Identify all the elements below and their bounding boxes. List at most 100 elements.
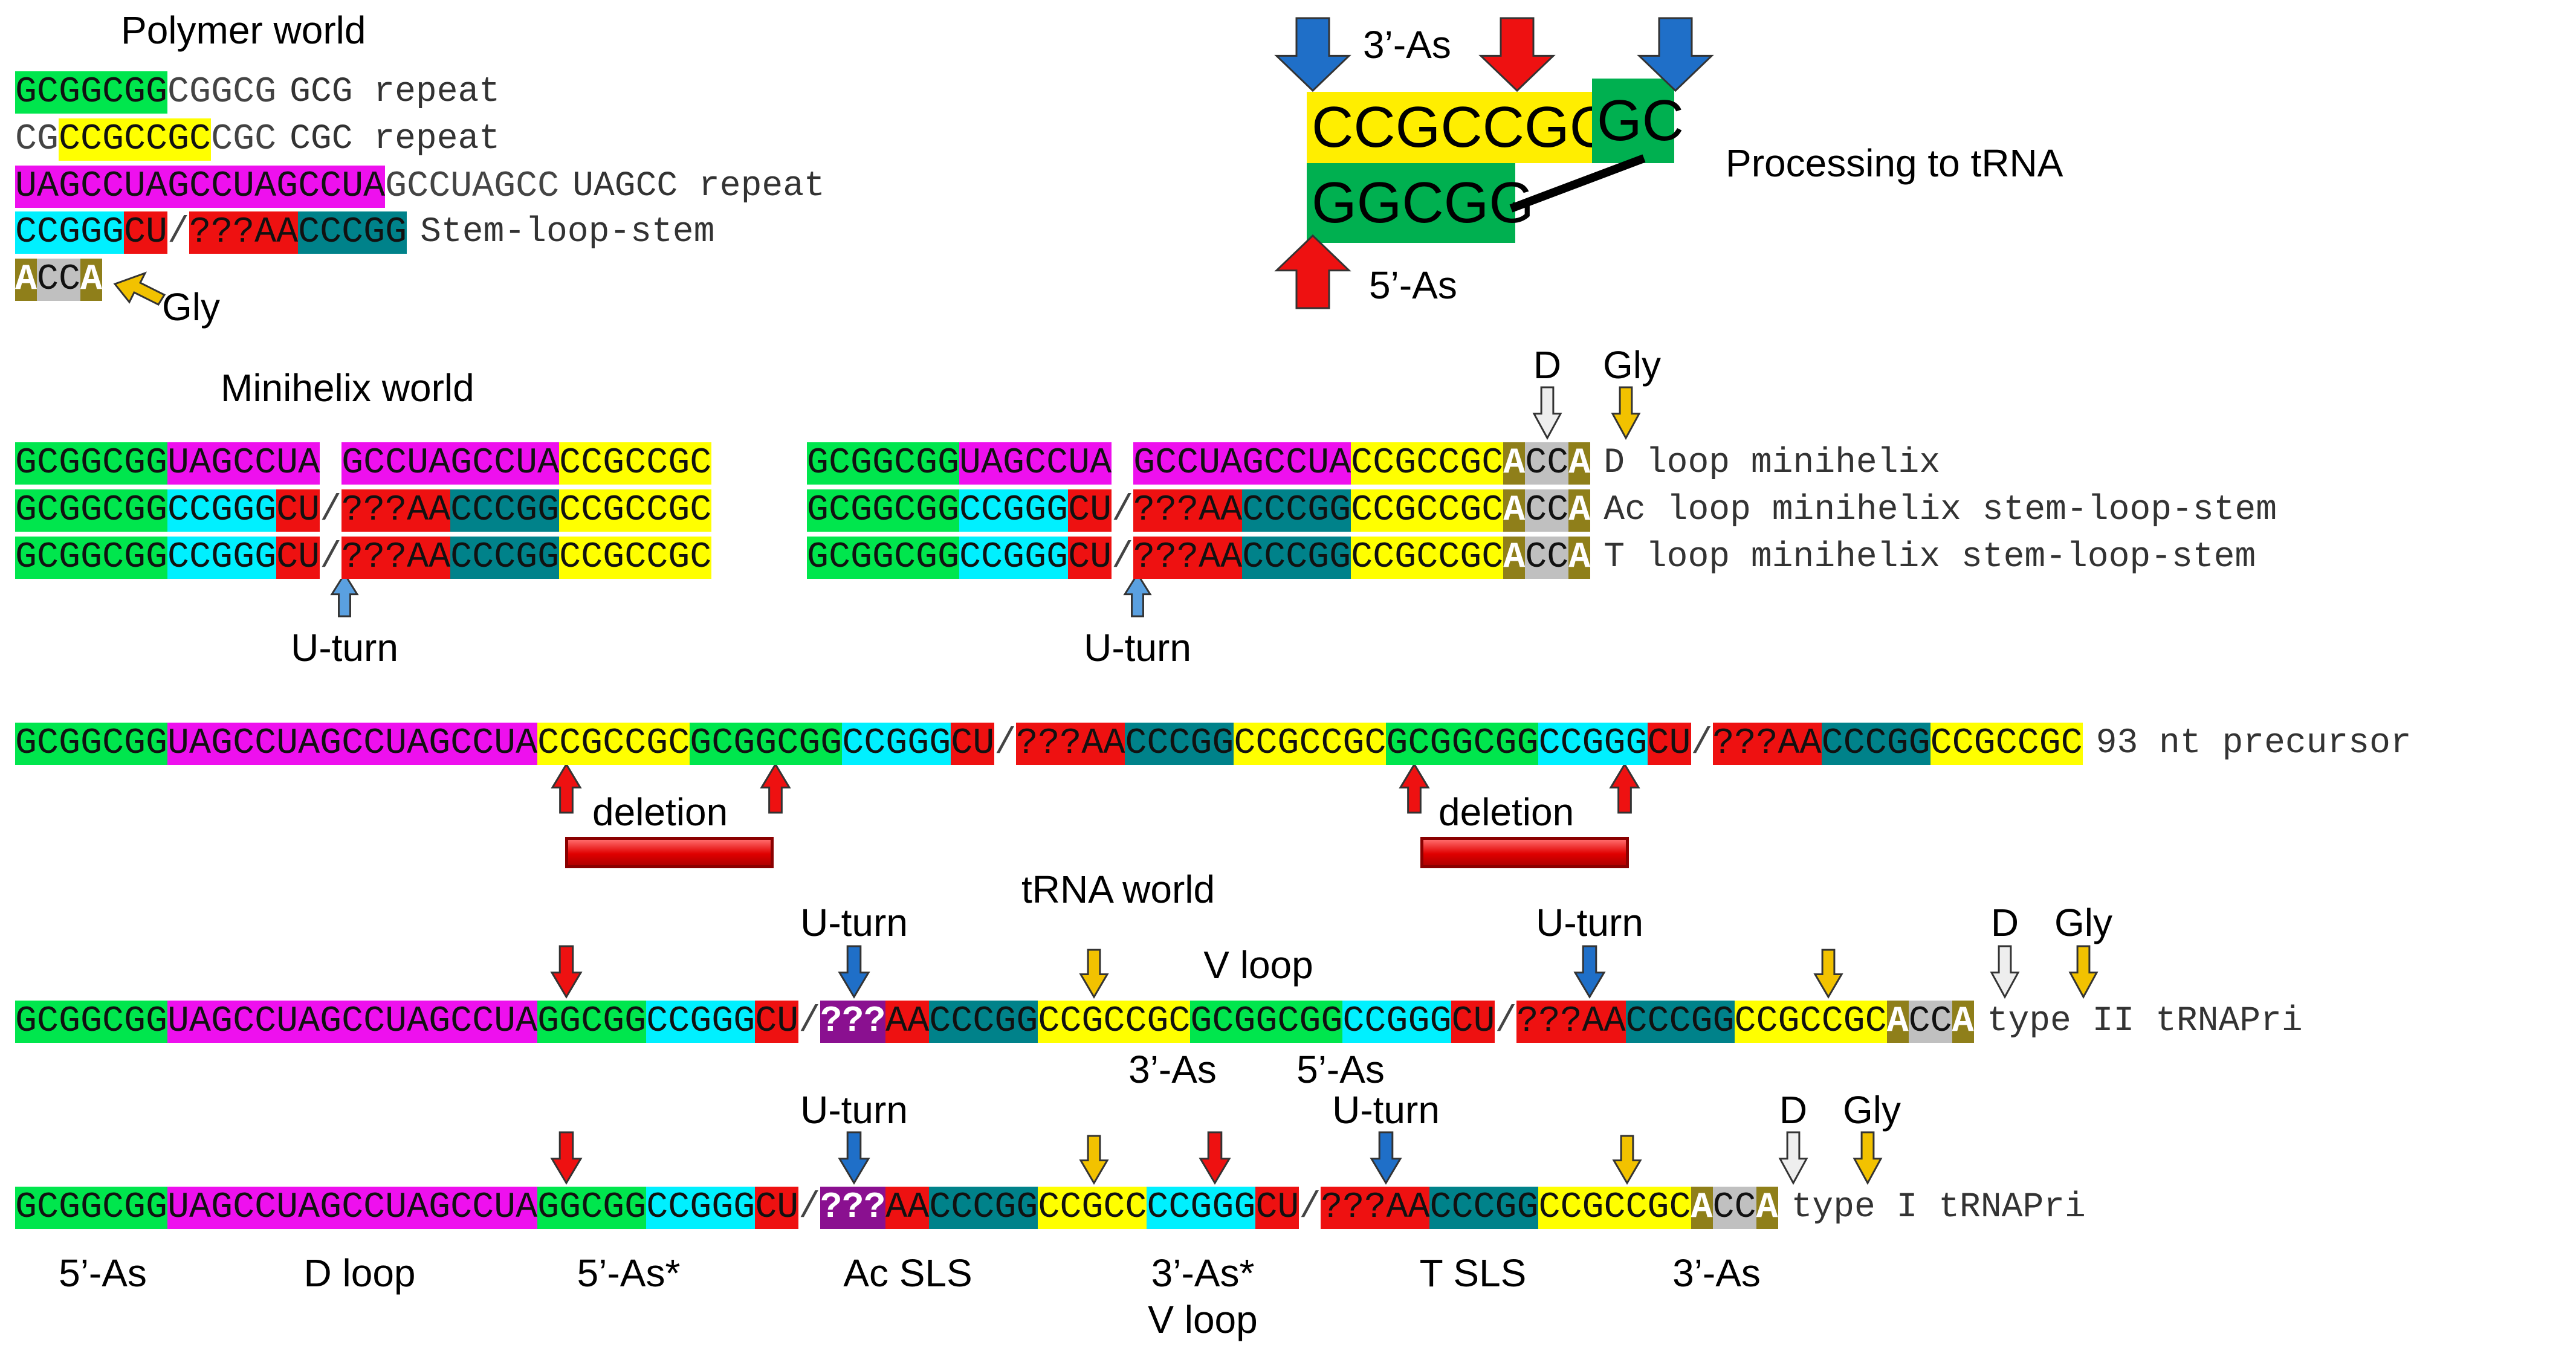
sequence-segment: GGCGG xyxy=(537,1187,647,1229)
sequence-row-caption: GCG repeat xyxy=(290,73,500,112)
type1-uturn2-label: U-turn xyxy=(1332,1088,1440,1132)
sequence-segment: GCGGCGG xyxy=(15,442,168,485)
trna-world-title: tRNA world xyxy=(1021,868,1215,911)
sequence-row-caption: type II tRNAPri xyxy=(1987,1002,2303,1041)
red-down-arrow-icon xyxy=(550,1131,583,1185)
sequence-segment: GCGGCGG xyxy=(1386,723,1539,765)
sequence-segment: CCCGG xyxy=(450,537,560,579)
deletion-up-arrow-icon xyxy=(1609,763,1640,814)
gly-down-arrow-icon xyxy=(2068,945,2099,999)
type2-uturn2-label: U-turn xyxy=(1536,901,1643,944)
sequence-segment: CU xyxy=(1451,1001,1495,1043)
sequence-segment: CCCGG xyxy=(1625,1001,1735,1043)
sequence-segment: CCGGG xyxy=(646,1187,756,1229)
sequence-segment: GCGGCGG xyxy=(15,1187,168,1229)
sequence-segment: CCCGG xyxy=(1821,723,1930,765)
sequence-segment: ??? xyxy=(820,1001,886,1043)
sequence-segment: CC xyxy=(1525,442,1569,485)
uturn-up-arrow-icon xyxy=(330,572,359,617)
sequence-segment: CG xyxy=(15,118,59,161)
type1-5as-star-label: 5’-As* xyxy=(577,1251,681,1295)
sequence-segment: / xyxy=(798,1187,821,1229)
d-down-arrow-icon xyxy=(1532,386,1562,440)
sequence-segment: CCGCCGC xyxy=(559,442,712,485)
sequence-segment: CU xyxy=(755,1001,799,1043)
sequence-segment: CCGCCGC xyxy=(537,723,690,765)
type1-uturn1-label: U-turn xyxy=(800,1088,908,1132)
sequence-segment: CCGGG xyxy=(646,1001,756,1043)
sequence-segment: CCCGG xyxy=(929,1001,1038,1043)
sequence-segment: GCGGCGG xyxy=(690,723,843,765)
sequence-segment: CCCGG xyxy=(1242,489,1351,532)
sequence-segment: CU xyxy=(1068,489,1112,532)
sequence-segment: CU xyxy=(276,489,320,532)
type1-dloop-label: D loop xyxy=(303,1251,416,1295)
deletion-up-arrow-icon xyxy=(551,763,582,814)
sequence-segment: ???AA xyxy=(1133,489,1243,532)
sequence-segment: CCGCCGC xyxy=(59,118,212,161)
minihelix-gly-label: Gly xyxy=(1603,343,1661,387)
sequence-segment: UAGCCUAGCCUAGCCUA xyxy=(167,1001,538,1043)
deletion-label-right: deletion xyxy=(1438,790,1574,834)
sequence-segment: GCGGCGG xyxy=(15,1001,168,1043)
minihelix-uturn-left-label: U-turn xyxy=(291,626,398,669)
sequence-segment: GCGGCGG xyxy=(15,71,168,114)
d-down-arrow-icon xyxy=(1990,945,2020,999)
sequence-segment: CU xyxy=(1255,1187,1299,1229)
processing-top-yellow: CCGCCGC xyxy=(1307,92,1611,163)
sequence-segment: CCGCCGC xyxy=(1351,489,1504,532)
sequence-segment: GCGGCGG xyxy=(807,489,960,532)
minihelix-uturn-right-label: U-turn xyxy=(1084,626,1191,669)
sequence-segment: CCGCCGC xyxy=(1038,1001,1191,1043)
sequence-segment: CCGGG xyxy=(842,723,951,765)
sequence-segment: GGCGG xyxy=(537,1001,647,1043)
processing-5as-label: 5’-As xyxy=(1369,263,1457,307)
sequence-segment: AA xyxy=(885,1187,930,1229)
sequence-segment: CCGGG xyxy=(167,489,277,532)
sequence-segment: CC xyxy=(1525,537,1569,579)
sequence-segment: ???AA xyxy=(189,211,299,254)
type2-vloop-label: V loop xyxy=(1203,943,1313,987)
sequence-segment: CCGCCGC xyxy=(1930,723,2083,765)
sequence-segment: CU xyxy=(755,1187,799,1229)
type2-d-label: D xyxy=(1990,901,2019,944)
sequence-segment: / xyxy=(167,211,190,254)
sequence-segment: CCGGG xyxy=(1147,1187,1256,1229)
sequence-segment: A xyxy=(1568,537,1591,579)
sequence-segment: CU xyxy=(1647,723,1691,765)
sequence-segment: ???AA xyxy=(1016,723,1125,765)
sequence-segment: GCGGCGG xyxy=(1190,1001,1343,1043)
sequence-segment: GCGGCGG xyxy=(15,723,168,765)
sequence-segment: CCGGG xyxy=(1342,1001,1452,1043)
processing-3as-label: 3’-As xyxy=(1363,23,1451,66)
type2-gly-label: Gly xyxy=(2054,901,2112,944)
sequence-row-caption: UAGCC repeat xyxy=(572,167,825,206)
sequence-segment: A xyxy=(1691,1187,1713,1229)
polymer-world-title: Polymer world xyxy=(121,8,366,52)
sequence-segment: CC xyxy=(1712,1187,1756,1229)
sequence-segment: GCGGCGG xyxy=(15,489,168,532)
sequence-segment: CU xyxy=(1068,537,1112,579)
sequence-segment: A xyxy=(1886,1001,1909,1043)
sequence-segment: A xyxy=(1503,537,1526,579)
blue-down-arrow-icon xyxy=(1274,17,1351,92)
sequence-segment: GCCUAGCCUA xyxy=(341,442,560,485)
red-down-arrow-icon xyxy=(550,945,583,999)
sequence-segment: CCCGG xyxy=(1429,1187,1539,1229)
sequence-segment: CCGGG xyxy=(959,489,1069,532)
gly-down-arrow-icon xyxy=(1853,1131,1883,1185)
sequence-segment: CCGGG xyxy=(959,537,1069,579)
gold-down-arrow-icon xyxy=(1813,949,1843,999)
sequence-segment: CGGCG xyxy=(167,71,277,114)
deletion-up-arrow-icon xyxy=(1399,763,1430,814)
deletion-bar-left xyxy=(565,837,774,868)
type1-gly-label: Gly xyxy=(1843,1088,1901,1132)
d-down-arrow-icon xyxy=(1778,1131,1808,1185)
sequence-segment: CCCGG xyxy=(929,1187,1038,1229)
uturn-down-arrow-icon xyxy=(1573,945,1606,999)
sequence-segment: A xyxy=(15,259,37,301)
